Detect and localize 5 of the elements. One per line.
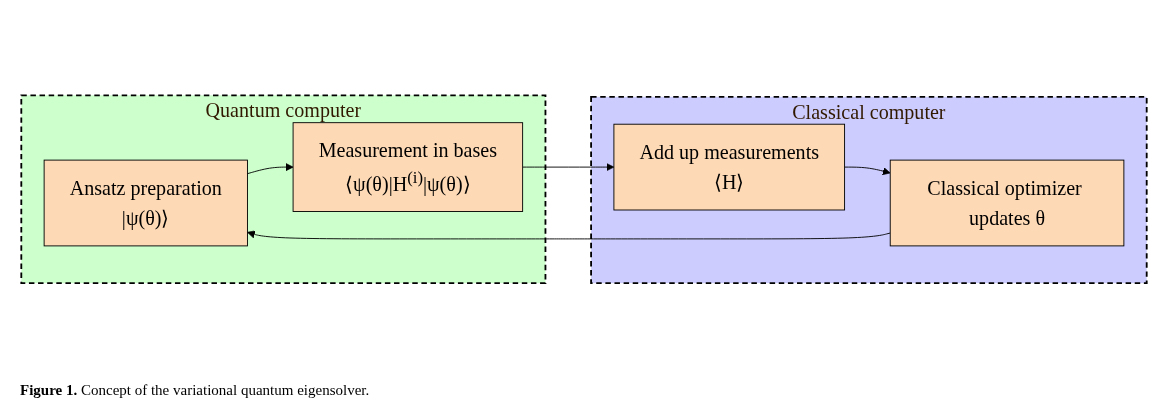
node-box: Measurement in bases ⟨ψ(θ)|H$^{(i)}$|ψ(θ)⟩ <box>292 122 524 212</box>
node-box: Add up measurements ⟨H⟩ <box>613 123 846 211</box>
figure-caption: Figure 1. Concept of the variational quantum eigensolver. <box>19 381 371 400</box>
node-box: Classical optimizer updates θ <box>889 159 1125 247</box>
node-box: Ansatz preparation |ψ(θ)⟩ <box>43 159 248 247</box>
